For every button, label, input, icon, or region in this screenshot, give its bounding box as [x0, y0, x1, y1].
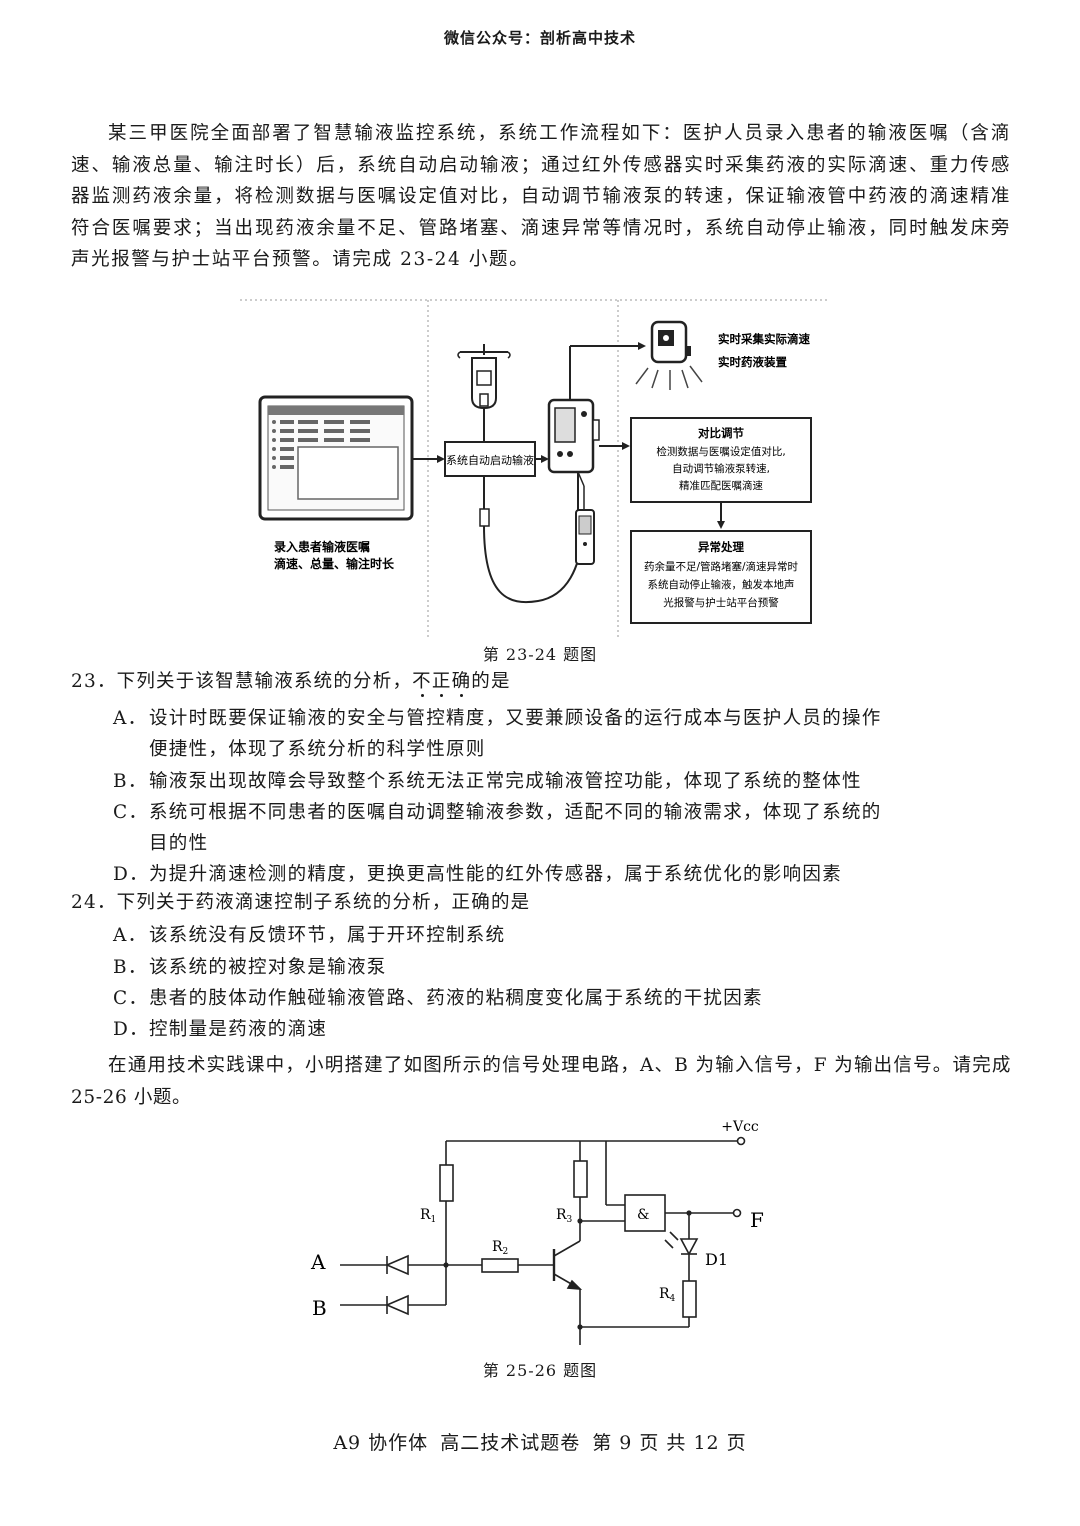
footer-page: 第 9 页 共 12 页 [592, 1432, 747, 1454]
question-23-stem-pre: 下列关于该智慧输液系统的分析， [116, 671, 413, 692]
figure2-caption: 第 25-26 题图 [482, 1361, 598, 1380]
question-24-stem-text: 下列关于药液滴速控制子系统的分析，正确的是 [116, 892, 531, 913]
vcc-label: +Vcc [721, 1119, 759, 1135]
compare-line-2: 自动调节输液泵转速, [672, 462, 770, 475]
abnormal-line-3: 光报警与护士站平台预警 [663, 596, 779, 609]
sensor-label-1: 实时采集实际滴速 [718, 332, 810, 346]
footer-title: 高二技术试题卷 [440, 1432, 581, 1454]
input-a-label: A [310, 1250, 326, 1274]
abnormal-title: 异常处理 [698, 540, 744, 554]
intro-paragraph-2: 在通用技术实践课中，小明搭建了如图所示的信号处理电路，A、B 为输入信号，F 为… [71, 1055, 1011, 1108]
monitor-icon [258, 395, 414, 521]
question-24-option-b[interactable]: B．该系统的被控对象是输液泵 [113, 957, 387, 978]
r1-label: R1 [420, 1207, 436, 1225]
infusion-pump-icon [547, 398, 600, 565]
r3-label: R3 [556, 1207, 573, 1225]
input-label-2: 滴速、总量、输注时长 [274, 556, 395, 571]
question-24-number: 24． [71, 892, 117, 913]
question-23-option-b[interactable]: B．输液泵出现故障会导致整个系统无法正常完成输液管控功能，体现了系统的整体性 [113, 771, 862, 792]
page-footer: A9 协作体高二技术试题卷第 9 页 共 12 页 [0, 1428, 1080, 1455]
wechat-header: 微信公众号：剖析高中技术 [443, 29, 636, 47]
abnormal-line-2: 系统自动停止输液，触发本地声 [648, 578, 795, 591]
emphasis-char: 不 [412, 671, 432, 692]
abnormal-line-1: 药余量不足/管路堵塞/滴速异常时 [644, 560, 799, 573]
d1-label: D1 [705, 1250, 728, 1269]
intro-paragraph-1: 某三甲医院全面部署了智慧输液监控系统，系统工作流程如下：医护人员录入患者的输液医… [71, 123, 1011, 270]
footer-org: A9 协作体 [333, 1432, 429, 1454]
figure1-caption: 第 23-24 题图 [482, 645, 598, 664]
start-box-label: 系统自动启动输液 [446, 453, 534, 467]
figure-infusion-system: 录入患者输液医嘱 滴速、总量、输注时长 系统自动启动输液 [240, 299, 830, 638]
r4-label: R4 [659, 1286, 676, 1304]
question-23-emphasis: 不正确 [412, 671, 471, 692]
question-23-option-d[interactable]: D．为提升滴速检测的精度，更换更高性能的红外传感器，属于系统优化的影响因素 [113, 864, 843, 885]
compare-line-3: 精准匹配医嘱滴速 [679, 479, 763, 492]
sensor-label-2: 实时药液装置 [718, 355, 787, 369]
question-23-stem: 23．下列关于该智慧输液系统的分析，不正确的是 [71, 666, 1011, 697]
output-f-label: F [750, 1208, 764, 1232]
input-b-label: B [312, 1296, 327, 1320]
figure-circuit: +Vcc A B F R1 R2 R3 R4 D1 & [310, 1119, 764, 1345]
emphasis-char: 确 [451, 671, 472, 692]
question-23-stem-post: 的是 [471, 671, 511, 692]
question-24-option-a[interactable]: A．该系统没有反馈环节，属于开环控制系统 [113, 925, 506, 946]
infrared-sensor-icon [635, 320, 703, 390]
question-23-option-c[interactable]: C．系统可根据不同患者的医嘱自动调整输液参数，适配不同的输液需求，体现了系统的 … [113, 802, 882, 854]
question-24-option-d[interactable]: D．控制量是药液的滴速 [113, 1019, 328, 1040]
compare-title: 对比调节 [698, 426, 744, 440]
question-24-stem: 24．下列关于药液滴速控制子系统的分析，正确的是 [71, 887, 1011, 918]
and-gate-symbol: & [637, 1207, 649, 1223]
emphasis-char: 正 [431, 671, 452, 692]
r2-label: R2 [492, 1239, 508, 1257]
question-24-option-c[interactable]: C．患者的肢体动作触碰输液管路、药液的粘稠度变化属于系统的干扰因素 [113, 988, 763, 1009]
iv-drip-icon [457, 344, 583, 604]
input-label-1: 录入患者输液医嘱 [274, 539, 370, 554]
question-23-number: 23． [71, 671, 117, 692]
question-23-option-a[interactable]: A．设计时既要保证输液的安全与管控精度，又要兼顾设备的运行成本与医护人员的操作 … [113, 708, 882, 760]
compare-line-1: 检测数据与医嘱设定值对比, [656, 445, 785, 458]
